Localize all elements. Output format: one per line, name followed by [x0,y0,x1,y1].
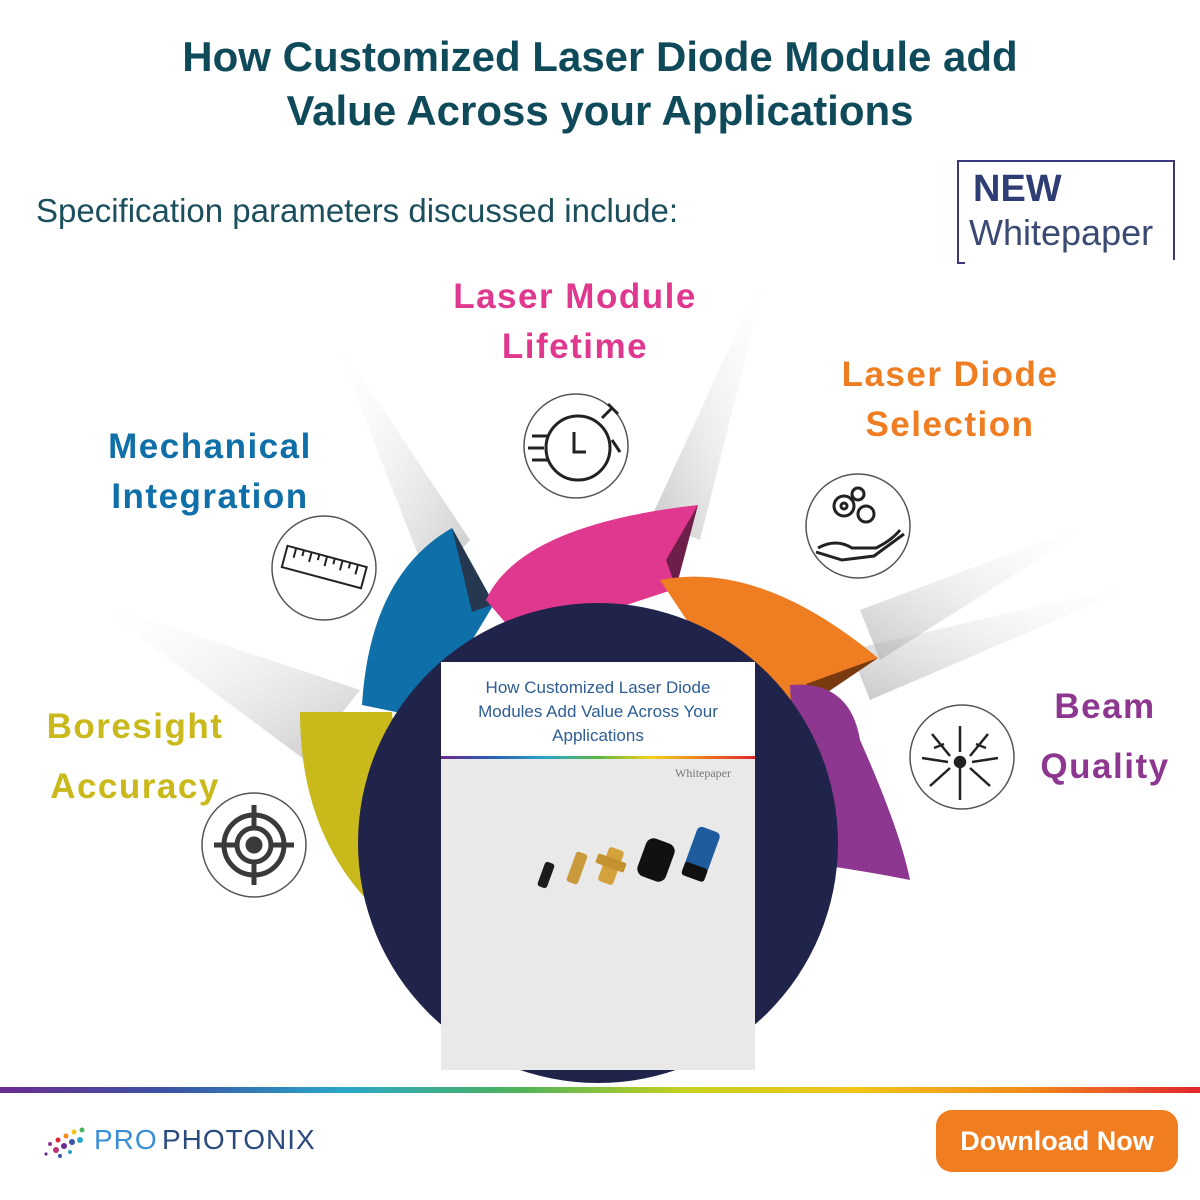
lifetime-icon-circle [523,393,629,499]
label-beam-quality: Beam Quality [1040,687,1170,786]
subtitle: Specification parameters discussed inclu… [36,192,679,229]
mechanical-icon-circle [271,515,377,621]
beam-burst-icon [921,726,999,800]
label-laser-diode-selection: Laser Diode Selection [841,355,1059,444]
badge-whitepaper: Whitepaper [969,212,1154,253]
ruler-icon [280,544,368,590]
logo-photonix-text: PHOTONIX [162,1124,316,1155]
shadow-ray-left [90,600,360,760]
whitepaper-cover[interactable]: How Customized Laser Diode Modules Add V… [441,662,755,1070]
shadow-ray-lifetime [650,260,770,540]
new-whitepaper-badge: NEW Whitepaper [957,160,1175,264]
cover-rainbow-rule [441,756,755,759]
cover-header: How Customized Laser Diode Modules Add V… [441,662,755,756]
shadow-ray-selection [860,520,1100,660]
petal-mechanical-dark [452,528,494,612]
title-line-1: How Customized Laser Diode Module add [182,33,1018,80]
cover-title: How Customized Laser Diode Modules Add V… [478,678,718,745]
badge-new: NEW [973,168,1062,210]
prophotonix-logo[interactable]: PRO PHOTONIX [36,1112,356,1172]
petal-mechanical [362,528,494,718]
shadow-ray-beam [850,580,1150,700]
download-now-button[interactable]: Download Now [936,1110,1178,1172]
cover-whitepaper-label: Whitepaper [675,766,731,780]
label-laser-module-lifetime: Laser Module Lifetime [453,277,697,366]
shadow-ray-mechanical [330,330,470,585]
label-boresight-accuracy: Boresight Accuracy [46,707,224,806]
beam-icon-circle [909,704,1015,810]
label-mechanical-integration: Mechanical Integration [108,427,312,516]
stopwatch-icon [528,402,622,482]
selection-icon-circle [805,473,911,579]
laser-modules-image [537,826,720,889]
logo-dots-icon [44,1127,85,1158]
title-line-2: Value Across your Applications [286,87,914,134]
petal-lifetime [486,505,698,640]
gears-hand-icon [815,486,905,562]
boresight-icon-circle [201,792,307,898]
logo-pro-text: PRO [94,1124,158,1155]
target-icon [214,805,294,885]
petal-lifetime-dark [666,505,698,588]
footer-rainbow-rule [0,1087,1200,1093]
page-title: How Customized Laser Diode Module add Va… [0,30,1200,138]
